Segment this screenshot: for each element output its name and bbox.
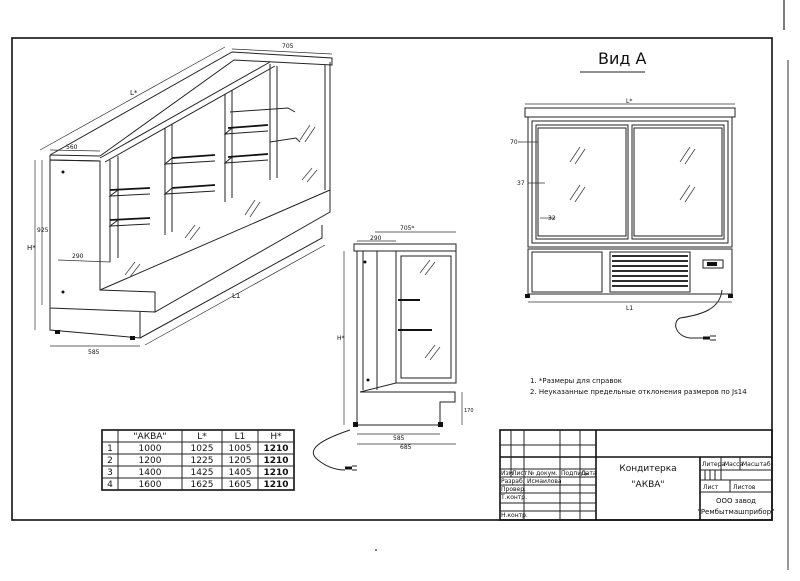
speck	[375, 549, 377, 551]
dim-top-depth: 705	[282, 43, 294, 50]
tb-sheet: Лист	[703, 484, 719, 491]
dim-height-inner: 925	[37, 227, 49, 234]
front-dimensions: L* 70 37 32 L1	[510, 98, 735, 312]
tb-model: "АКВА"	[631, 480, 664, 490]
table-header-h: H*	[270, 432, 282, 442]
dim-left-top: 560	[66, 144, 78, 151]
front-dim-top: L*	[626, 98, 632, 105]
table-header-model: "АКВА"	[133, 432, 166, 442]
side-view	[312, 243, 457, 471]
tb-col-date: Дата	[581, 470, 597, 477]
table-cell: 1625	[191, 480, 214, 490]
table-cell: 4	[107, 480, 113, 490]
drawing-frame	[11, 37, 773, 521]
tb-role-tcontrol: Т.контр.	[500, 494, 527, 501]
tb-role-developer: Разраб.	[501, 478, 525, 485]
tb-scale: Масштаб	[742, 461, 771, 468]
title-block: Изм Лист № докум. Подпись Дата Разраб. И…	[499, 429, 775, 521]
front-dim-70: 70	[510, 139, 518, 146]
side-dim-bottom1: 585	[393, 435, 405, 442]
side-dim-height: H*	[337, 335, 345, 342]
tb-org2: "Рембытмашприбор"	[698, 508, 775, 516]
table-header-l: L*	[197, 432, 207, 442]
tb-col-list: Лист	[512, 470, 528, 477]
table-cell: 1000	[139, 444, 162, 454]
side-dim-shelf: 290	[370, 235, 382, 242]
dim-base-depth: 585	[88, 349, 100, 356]
front-view	[524, 107, 736, 341]
table-cell: 1210	[263, 456, 288, 466]
table-cell: 1025	[191, 444, 214, 454]
dim-shelf-depth: 290	[72, 253, 84, 260]
table-cell: 1210	[263, 468, 288, 478]
tb-col-sign: Подпись	[561, 470, 588, 477]
table-cell: 1210	[263, 444, 288, 454]
tb-org: ООО завод	[716, 497, 756, 505]
front-dim-bottom: L1	[626, 305, 633, 312]
table-header-l1: L1	[235, 432, 246, 442]
table-cell: 1200	[139, 456, 162, 466]
tb-product: Кондитерка	[619, 464, 676, 474]
note-1: 1. *Размеры для справок	[530, 377, 622, 385]
table-cell: 1605	[229, 480, 252, 490]
table-cell: 1405	[229, 468, 252, 478]
tb-lit: Литера	[702, 461, 725, 468]
table-cell: 1005	[229, 444, 252, 454]
size-table: "АКВА" L* L1 H* 1 1000 1025 1005 1210 2 …	[101, 429, 295, 491]
view-label: Вид А	[598, 49, 647, 68]
dim-height: H*	[27, 244, 36, 252]
table-cell: 1425	[191, 468, 214, 478]
table-cell: 1600	[139, 480, 162, 490]
tb-role-ncontrol: Н.контр.	[501, 512, 528, 519]
dim-bottom-length: L1	[232, 292, 240, 300]
tb-col-izm: Изм	[501, 470, 513, 477]
table-cell: 2	[107, 456, 113, 466]
table-cell: 1205	[229, 456, 252, 466]
isometric-dimensions: 705 L* 560 H* 925 290 L1 585	[27, 43, 333, 356]
note-2: 2. Неуказанные предельные отклонения раз…	[530, 388, 747, 396]
side-dim-top: 705*	[400, 225, 414, 232]
front-dim-37: 37	[517, 180, 525, 187]
dim-length: L*	[130, 89, 138, 97]
table-cell: 1400	[139, 468, 162, 478]
tb-col-doc: № докум.	[528, 470, 558, 477]
table-cell: 1210	[263, 480, 288, 490]
tb-developer-name: Исмаилова	[527, 478, 562, 485]
front-dim-32: 32	[548, 215, 556, 222]
side-dim-bottom2: 685	[400, 444, 412, 451]
tb-mass: Масса	[724, 461, 743, 468]
tb-sheets: Листов	[733, 484, 756, 491]
side-dimensions: 705* 290 H* 170 585 685	[337, 225, 474, 451]
table-cell: 1	[107, 444, 113, 454]
isometric-view	[49, 51, 333, 340]
table-cell: 1225	[191, 456, 214, 466]
tb-role-checker: Провер.	[501, 486, 526, 493]
side-dim-plinth: 170	[464, 408, 474, 414]
table-cell: 3	[107, 468, 113, 478]
